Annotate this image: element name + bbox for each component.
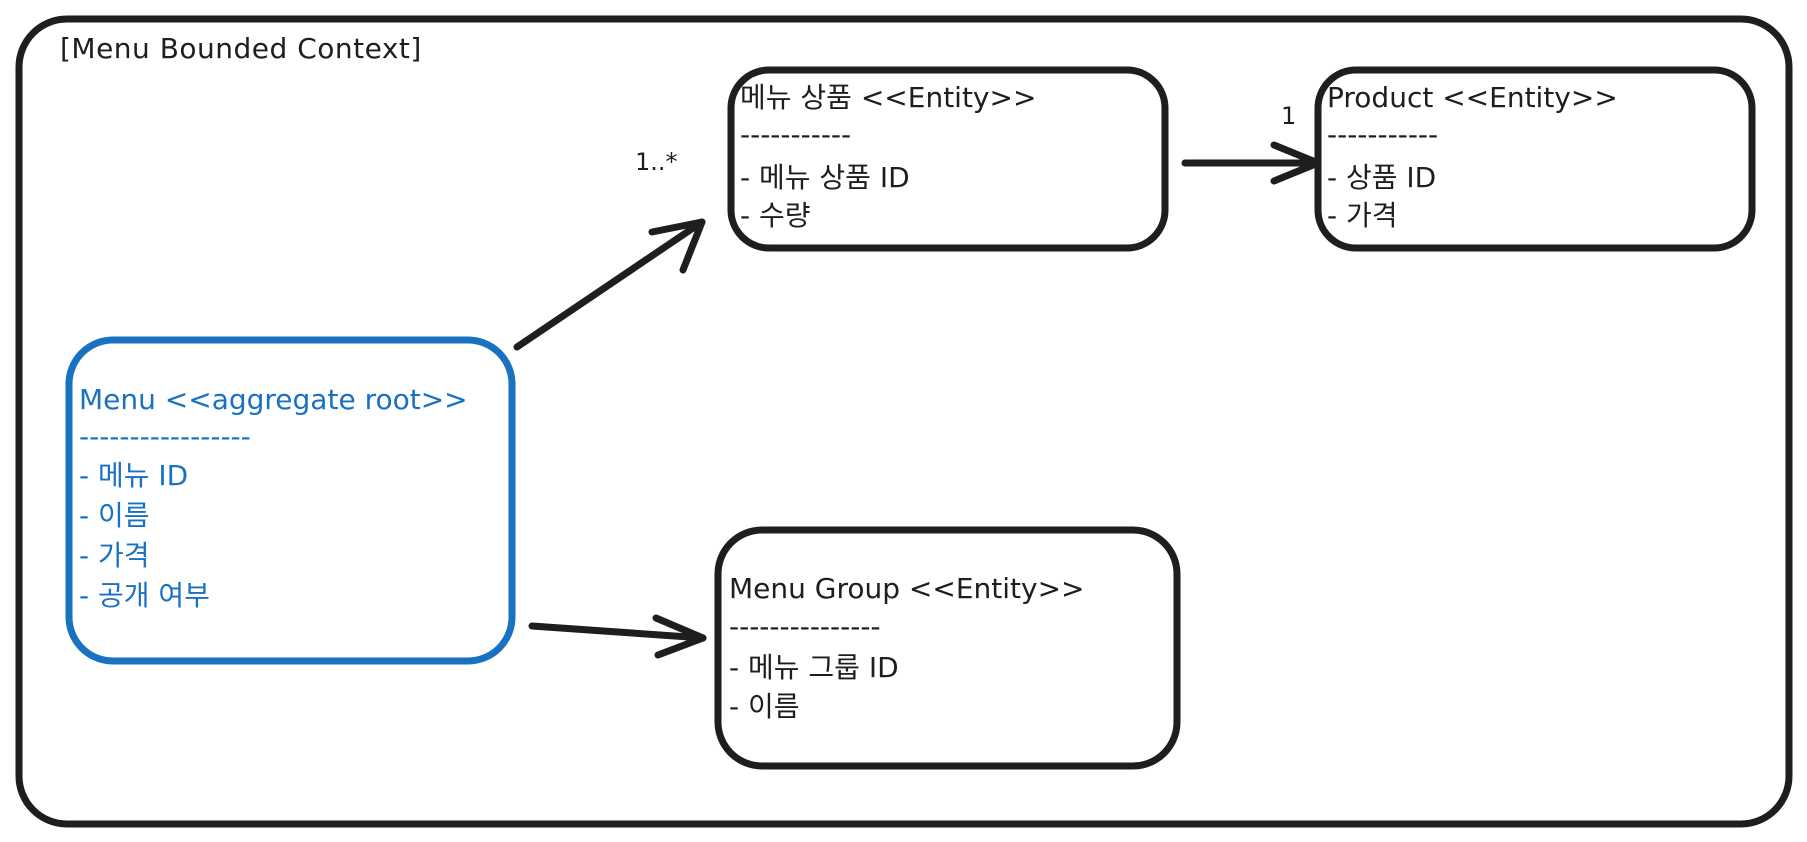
menu-field-id: - 메뉴 ID xyxy=(79,459,188,492)
menu-group-field-id: - 메뉴 그룹 ID xyxy=(729,651,899,684)
product-entity-box: Product <<Entity>> ----------- - 상품 ID -… xyxy=(1314,66,1756,252)
menu-box-title: Menu <<aggregate root>> xyxy=(79,383,468,416)
menu-group-entity-box: Menu Group <<Entity>> --------------- - … xyxy=(714,526,1181,770)
arrow-menu-to-menu-group xyxy=(528,614,707,659)
multiplicity-one: 1 xyxy=(1281,102,1296,130)
arrow-menu-product-to-product xyxy=(1181,141,1322,185)
arrow-menu-to-menu-product xyxy=(513,218,706,351)
bounded-context-frame xyxy=(15,15,1793,828)
menu-product-field-quantity: - 수량 xyxy=(740,199,811,232)
menu-group-box-title: Menu Group <<Entity>> xyxy=(729,572,1085,605)
menu-product-entity-box: 메뉴 상품 <<Entity>> ----------- - 메뉴 상품 ID … xyxy=(727,66,1169,252)
menu-field-visibility: - 공개 여부 xyxy=(79,579,210,612)
product-box-title: Product <<Entity>> xyxy=(1327,81,1618,114)
menu-group-field-name: - 이름 xyxy=(729,690,800,723)
menu-product-box-divider: ----------- xyxy=(740,118,851,151)
bounded-context-title: [Menu Bounded Context] xyxy=(60,32,422,65)
menu-field-price: - 가격 xyxy=(79,539,150,572)
product-box-divider: ----------- xyxy=(1327,118,1438,151)
product-box-border xyxy=(1314,66,1756,252)
product-field-price: - 가격 xyxy=(1327,199,1398,232)
menu-product-box-border xyxy=(727,66,1169,252)
menu-group-box-border xyxy=(714,526,1181,770)
product-field-id: - 상품 ID xyxy=(1327,161,1436,194)
menu-field-name: - 이름 xyxy=(79,499,150,532)
menu-product-box-title: 메뉴 상품 <<Entity>> xyxy=(740,81,1036,114)
menu-group-box-divider: --------------- xyxy=(729,610,881,643)
menu-product-field-id: - 메뉴 상품 ID xyxy=(740,161,910,194)
menu-aggregate-root-box: Menu <<aggregate root>> ----------------… xyxy=(65,336,516,665)
multiplicity-one-to-many: 1..* xyxy=(635,148,678,176)
menu-box-divider: ----------------- xyxy=(79,420,251,453)
menu-box-border xyxy=(65,336,516,665)
